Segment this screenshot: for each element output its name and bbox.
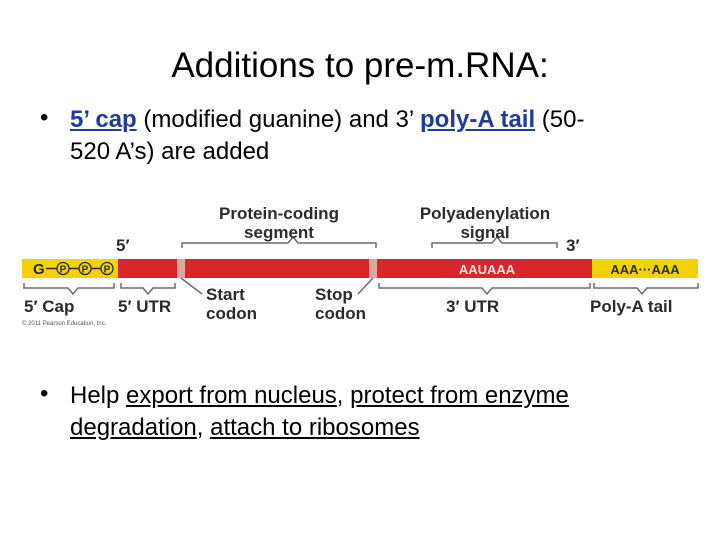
protein-coding-label-1: Protein-coding — [219, 204, 339, 223]
guanine-label: G — [33, 261, 45, 278]
bullet-2-comma-1: , — [336, 382, 351, 409]
bullet-1-line-1: 5’ cap (modified guanine) and 3’ poly-A … — [70, 104, 585, 136]
poly-a-tail-bracket — [593, 283, 699, 296]
three-utr-bracket — [378, 283, 591, 296]
protect-from-enzyme-link[interactable]: protect from enzyme — [350, 382, 569, 409]
bullet-marker-2: • — [40, 380, 49, 407]
bullet-1-text: (modified guanine) and 3’ — [136, 106, 421, 133]
stop-codon-box — [369, 259, 377, 278]
pre-mrna-diagram: Protein-coding segment Polyadenylation s… — [22, 204, 699, 323]
polyadenylation-label-2: signal — [460, 223, 509, 242]
bullet-1-range: (50- — [535, 106, 585, 133]
bullet-2-line-2: degradation, attach to ribosomes — [70, 412, 420, 444]
poly-a-tail-link[interactable]: poly-A tail — [420, 106, 536, 133]
phosphate-2-label: P — [82, 265, 89, 276]
start-codon-box — [177, 259, 185, 278]
bullet-marker-1: • — [40, 104, 49, 131]
five-utr-bracket — [120, 283, 176, 296]
stop-codon-pointer — [357, 277, 374, 295]
five-cap-label: 5′ Cap — [24, 297, 74, 316]
five-prime-cap-link[interactable]: 5’ cap — [70, 106, 137, 133]
poly-a-sequence: AAA···AAA — [610, 262, 680, 277]
export-from-nucleus-link[interactable]: export from nucleus — [126, 382, 337, 409]
three-prime-label: 3′ — [566, 236, 580, 255]
poly-a-tail-label: Poly-A tail — [590, 297, 673, 316]
mrna-body — [118, 259, 592, 278]
slide-title: Additions to pre-m.RNA: — [171, 46, 549, 85]
polyadenylation-label-1: Polyadenylation — [420, 204, 550, 223]
bullet-2-line-1: Help export from nucleus, protect from e… — [70, 380, 569, 412]
stop-codon-label-1: Stop — [315, 285, 353, 304]
start-codon-label-1: Start — [206, 285, 245, 304]
five-cap-bracket — [23, 283, 115, 296]
degradation-link[interactable]: degradation — [70, 414, 197, 441]
stop-codon-label-2: codon — [315, 304, 366, 323]
three-utr-label: 3′ UTR — [446, 297, 499, 316]
polyadenylation-bracket — [431, 235, 558, 248]
phosphate-1-label: P — [60, 265, 67, 276]
protein-coding-bracket — [181, 235, 377, 248]
copyright-notice: © 2011 Pearson Education, Inc. — [22, 321, 107, 327]
bullet-2-text: Help — [70, 382, 127, 409]
phosphate-3 — [100, 261, 114, 276]
start-codon-pointer — [180, 277, 203, 295]
protein-coding-label-2: segment — [244, 223, 314, 242]
phosphate-3-label: P — [104, 265, 111, 276]
attach-to-ribosomes-link[interactable]: attach to ribosomes — [210, 414, 420, 441]
polyadenylation-signal-sequence: AAUAAA — [459, 262, 516, 277]
bullet-2-comma-2: , — [196, 414, 211, 441]
bullet-1-line-2: 520 A’s) are added — [70, 138, 270, 165]
start-codon-label-2: codon — [206, 304, 257, 323]
five-prime-label: 5′ — [116, 236, 130, 255]
five-utr-label: 5′ UTR — [118, 297, 171, 316]
poly-a-region — [592, 259, 698, 278]
